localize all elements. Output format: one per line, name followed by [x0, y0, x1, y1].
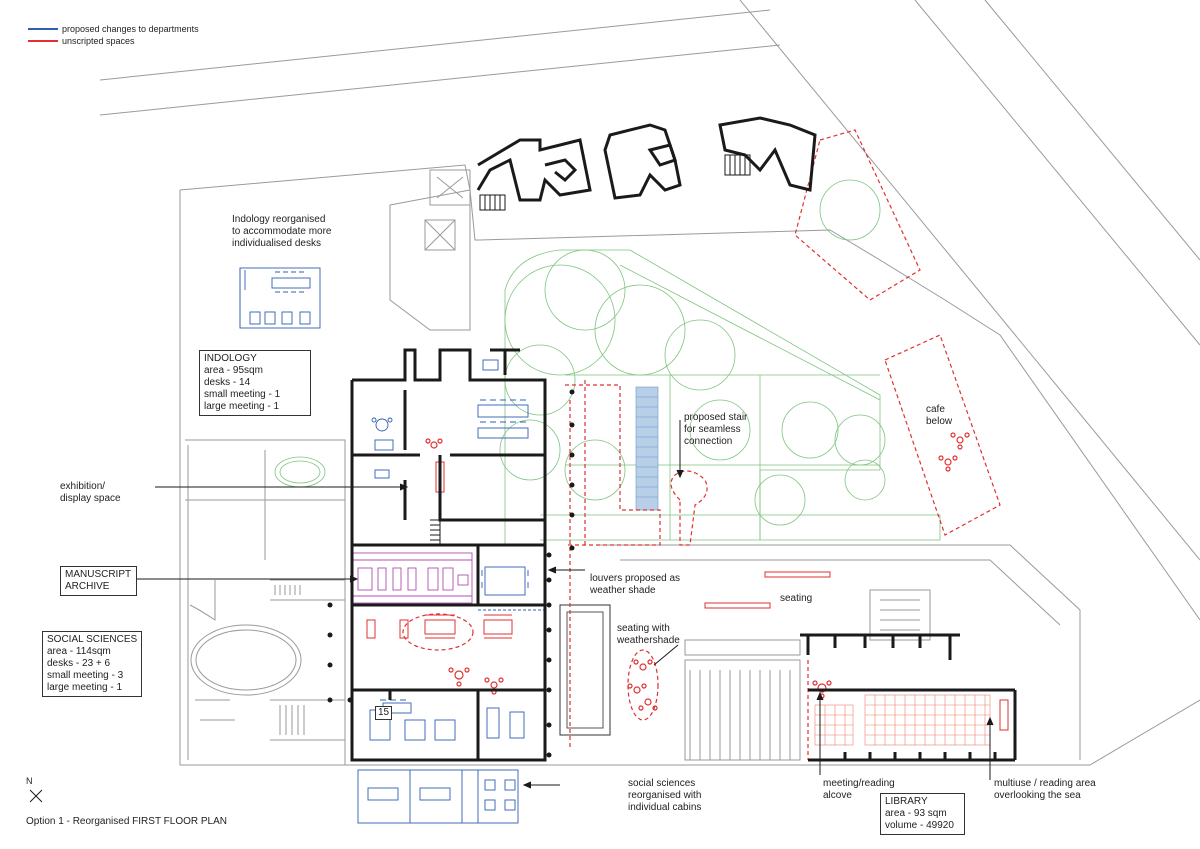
multiuse-note: multiuse / reading area overlooking the … — [994, 778, 1096, 801]
louvers-note: louvers proposed as weather shade — [590, 573, 681, 596]
library-reading-grid — [814, 694, 991, 746]
seating-weathershade-note: seating with weathershade — [617, 623, 680, 646]
manuscript-archive-box: MANUSCRIPT ARCHIVE — [60, 566, 137, 596]
proposed-stair-note: proposed stair for seamless connection — [684, 412, 748, 447]
north-building-details — [430, 154, 751, 546]
building-walls — [350, 348, 547, 762]
proposed-stair-steps — [635, 386, 659, 511]
exhibition-note: exhibition/ display space — [60, 481, 121, 504]
room-number-label: 15 — [375, 706, 393, 720]
north-label: N — [26, 776, 33, 786]
library-walls — [800, 633, 1017, 762]
leader-lines — [135, 420, 994, 789]
cafe-note: cafe below — [926, 404, 953, 427]
department-furniture — [239, 267, 545, 824]
unscripted-furniture — [366, 432, 1009, 731]
social-reorg-note: social sciences reorganised with individ… — [628, 778, 702, 813]
indology-info-box: INDOLOGY area - 95sqm desks - 14 small m… — [199, 350, 311, 416]
meeting-alcove-note: meeting/reading alcove — [823, 778, 895, 801]
social-sciences-info-box: SOCIAL SCIENCES area - 114sqm desks - 23… — [42, 631, 142, 697]
north-arrow-icon — [29, 789, 43, 803]
plan-caption: Option 1 - Reorganised FIRST FLOOR PLAN — [26, 816, 228, 827]
legend-label-departments: proposed changes to departments — [62, 24, 199, 34]
indology-reorg-note: Indology reorganised to accommodate more… — [232, 214, 332, 249]
library-info-box: LIBRARY area - 93 sqm volume - 49920 — [880, 793, 965, 835]
legend-label-unscripted: unscripted spaces — [62, 36, 135, 46]
columns — [327, 389, 575, 758]
seating-note: seating — [780, 593, 813, 604]
archive-shelving — [351, 552, 473, 604]
garden-trees — [274, 179, 941, 545]
north-building-walls — [476, 116, 817, 202]
site-outline — [99, 0, 1200, 766]
